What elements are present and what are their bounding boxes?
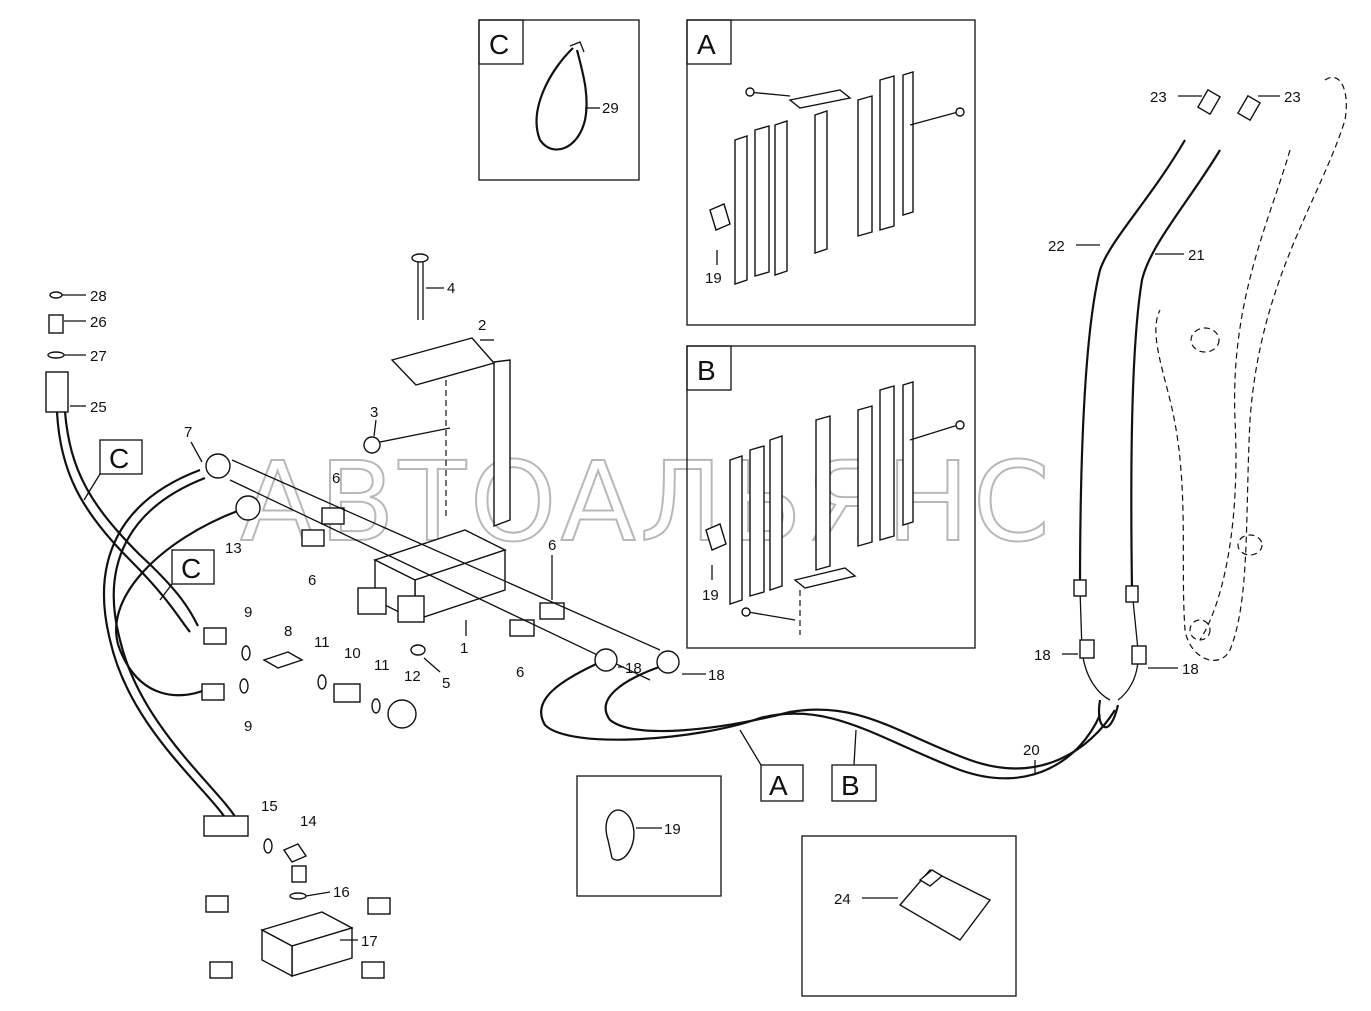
- callout-c-lower: C: [159, 549, 215, 601]
- label-29: 29: [602, 100, 619, 117]
- right-arm: 22 21 23 23 18 18: [1034, 76, 1347, 729]
- label-19-box-a: 19: [705, 270, 722, 287]
- callout-c-upper: C: [83, 439, 143, 501]
- label-6-upper: 6: [332, 470, 340, 487]
- label-3: 3: [370, 404, 378, 421]
- label-9-upper: 9: [244, 604, 252, 621]
- label-27: 27: [90, 348, 107, 365]
- label-17: 17: [361, 933, 378, 950]
- detail-box-19: 19: [576, 775, 722, 897]
- detail-box-24: 24: [801, 835, 1017, 997]
- svg-text:A: A: [769, 770, 788, 801]
- label-1: 1: [460, 640, 468, 657]
- watermark-text: АВТОАЛЬЯНС: [240, 438, 1054, 566]
- label-5: 5: [442, 675, 450, 692]
- label-8: 8: [284, 623, 292, 640]
- label-12: 12: [404, 668, 421, 685]
- label-4: 4: [447, 280, 455, 297]
- label-14: 14: [300, 813, 317, 830]
- label-25: 25: [90, 399, 107, 416]
- label-22: 22: [1048, 238, 1065, 255]
- label-11-left: 11: [314, 634, 330, 651]
- left-hoses: 25 26 27 28 7 13 9 9 8 11 10 11: [45, 288, 421, 826]
- label-21: 21: [1188, 247, 1205, 264]
- detail-box-c: C 29: [478, 19, 640, 181]
- label-23-left: 23: [1150, 89, 1167, 106]
- svg-text:C: C: [181, 553, 201, 584]
- label-11-right: 11: [374, 657, 390, 674]
- label-18-left: 18: [625, 660, 642, 677]
- detail-box-c-letter: C: [489, 29, 509, 60]
- center-hoses: 18 18 20: [540, 648, 1116, 780]
- label-19-box-b: 19: [702, 587, 719, 604]
- detail-box-a: A 19: [686, 19, 976, 326]
- label-7: 7: [184, 424, 192, 441]
- lower-manifold: 15 14 16 17: [203, 798, 391, 979]
- label-20: 20: [1023, 742, 1040, 759]
- label-24: 24: [834, 891, 851, 908]
- label-18-mid: 18: [708, 667, 725, 684]
- callout-b-ref: B: [831, 729, 877, 802]
- label-16: 16: [333, 884, 350, 901]
- label-19-box-c: 19: [664, 821, 681, 838]
- label-6-left: 6: [308, 572, 316, 589]
- label-9-lower: 9: [244, 718, 252, 735]
- label-6-lower: 6: [516, 664, 524, 681]
- label-10: 10: [344, 645, 361, 662]
- detail-box-a-letter: A: [697, 29, 716, 60]
- label-18-right-left: 18: [1034, 647, 1051, 664]
- svg-text:C: C: [109, 443, 129, 474]
- label-28: 28: [90, 288, 107, 305]
- label-26: 26: [90, 314, 107, 331]
- detail-box-b-letter: B: [697, 355, 716, 386]
- detail-box-b: B 19: [686, 345, 976, 649]
- label-23-right: 23: [1284, 89, 1301, 106]
- callout-a-ref: A: [739, 729, 804, 802]
- label-13: 13: [225, 540, 242, 557]
- label-18-right-right: 18: [1182, 661, 1199, 678]
- label-6-right: 6: [548, 537, 556, 554]
- valve-assembly: 4 2 3 1 5 6 6 6 6: [229, 253, 661, 692]
- svg-text:B: B: [841, 770, 860, 801]
- label-2: 2: [478, 317, 486, 334]
- label-15: 15: [261, 798, 278, 815]
